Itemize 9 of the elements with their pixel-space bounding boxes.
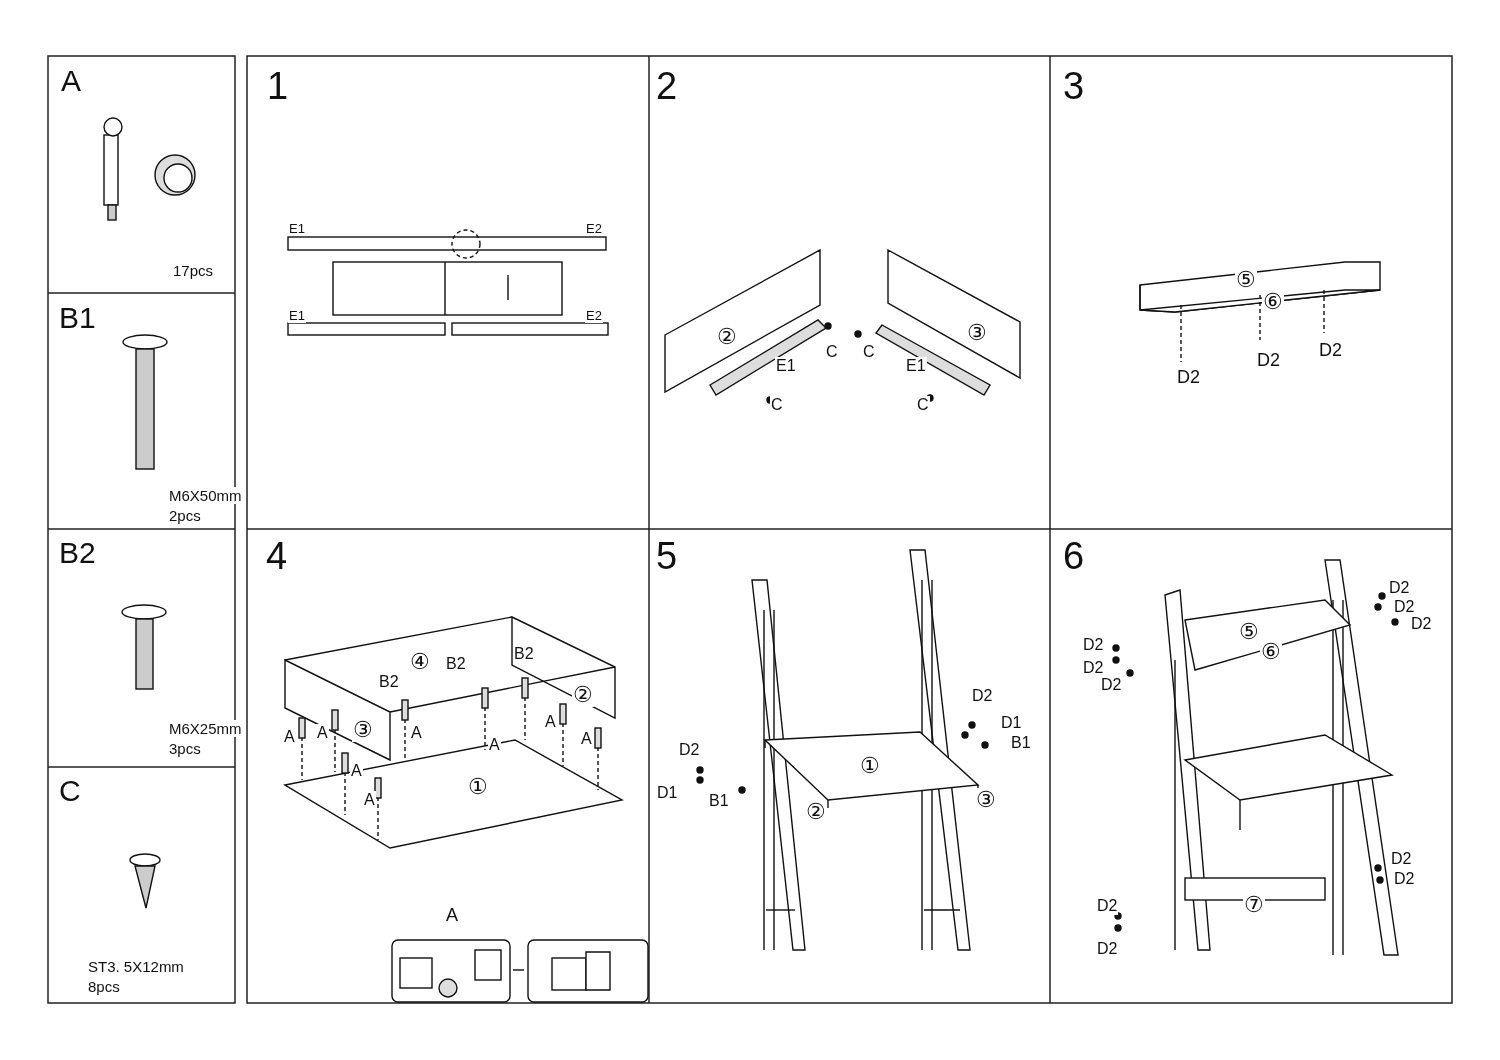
part-label: E1 bbox=[288, 308, 306, 323]
part-number: ② bbox=[572, 683, 594, 707]
part-label: E1 bbox=[288, 221, 306, 236]
part-label: E2 bbox=[585, 221, 603, 236]
part-number: ③ bbox=[352, 718, 374, 742]
part-label: D2 bbox=[1096, 897, 1119, 915]
part-label: E2 bbox=[585, 308, 603, 323]
size-text: M6X25mm bbox=[168, 720, 243, 737]
size-text: M6X50mm bbox=[168, 487, 243, 504]
